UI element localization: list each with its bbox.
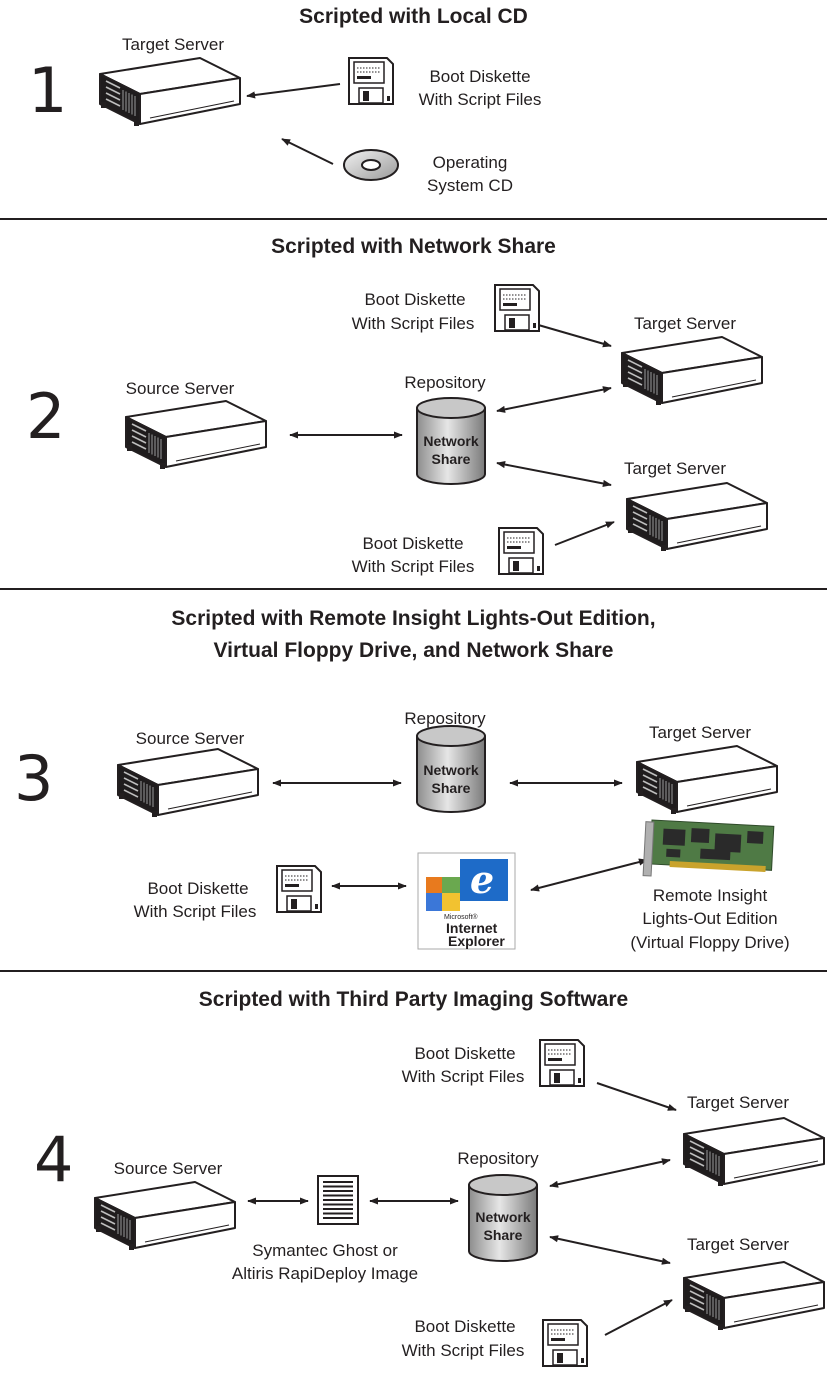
floppy-disk-icon (276, 865, 322, 913)
boot-diskette-label: With Script Files (401, 1067, 525, 1086)
floppy-disk-icon (542, 1319, 588, 1367)
source-server-label: Source Server (113, 1159, 223, 1178)
arrow-repository-target (549, 1235, 671, 1265)
source-server-icon (125, 400, 267, 469)
target-server-icon (99, 57, 241, 126)
target-server-label: Target Server (686, 1235, 790, 1254)
section-2-title: Scripted with Network Share (271, 235, 556, 258)
image-label: Altiris RapiDeploy Image (231, 1264, 419, 1283)
target-server-label: Target Server (121, 35, 225, 54)
target-server-icon (683, 1117, 825, 1186)
repository-label: Repository (404, 709, 486, 728)
network-share-label: Share (432, 451, 471, 467)
boot-diskette-label: Boot Diskette (364, 290, 466, 309)
arrow-diskette-to-target (527, 321, 612, 348)
boot-diskette-label: Boot Diskette (414, 1044, 516, 1063)
svg-text:Microsoft®: Microsoft® (444, 913, 478, 921)
arrow-diskette-to-target (604, 1299, 673, 1336)
repository-cylinder-icon (468, 1174, 538, 1262)
target-server-label: Target Server (623, 459, 727, 478)
arrow-diskette-to-target (596, 1082, 677, 1111)
section-4-title: Scripted with Third Party Imaging Softwa… (198, 988, 629, 1011)
source-server-icon (117, 748, 259, 817)
target-server-icon (683, 1261, 825, 1330)
source-server-label: Source Server (125, 379, 235, 398)
target-server-label: Target Server (686, 1093, 790, 1112)
rilo-label: Remote Insight (652, 886, 768, 905)
network-share-label: Network (475, 1209, 530, 1225)
boot-diskette-label: Boot Diskette (147, 879, 249, 898)
network-share-label: Network (423, 433, 478, 449)
boot-diskette-label: Boot Diskette (414, 1317, 516, 1336)
section-1-number: 1 (28, 54, 68, 127)
target-server-icon (626, 482, 768, 551)
boot-diskette-label: With Script Files (418, 90, 542, 109)
svg-text:Internet: Internet (446, 920, 498, 936)
repository-label: Repository (404, 373, 486, 392)
image-label: Symantec Ghost or (252, 1241, 398, 1260)
section-3-number: 3 (14, 742, 54, 815)
boot-diskette-label: With Script Files (351, 557, 475, 576)
os-cd-label: Operating (432, 153, 508, 172)
remote-insight-board-icon (642, 819, 775, 877)
source-server-label: Source Server (135, 729, 245, 748)
floppy-disk-icon (539, 1039, 585, 1087)
target-server-label: Target Server (648, 723, 752, 742)
boot-diskette-label: Boot Diskette (429, 67, 531, 86)
network-share-label: Share (432, 780, 471, 796)
section-3-title: Scripted with Remote Insight Lights-Out … (171, 607, 656, 630)
section-divider (0, 218, 827, 220)
arrow-diskette-to-target (246, 83, 341, 99)
section-3-title: Virtual Floppy Drive, and Network Share (213, 639, 614, 662)
arrow-browser-rilo (530, 858, 648, 892)
network-share-label: Share (484, 1227, 523, 1243)
svg-text:e: e (470, 857, 494, 902)
section-4-number: 4 (34, 1123, 74, 1196)
section-1-title: Scripted with Local CD (299, 5, 528, 28)
source-server-icon (94, 1181, 236, 1250)
arrow-diskette-to-target (554, 521, 615, 546)
target-server-icon (621, 336, 763, 405)
section-2-number: 2 (26, 380, 66, 453)
arrow-repository-target (496, 386, 612, 413)
cd-disc-icon (343, 149, 399, 181)
arrow-repository-target (549, 1158, 671, 1188)
repository-label: Repository (457, 1149, 539, 1168)
boot-diskette-label: Boot Diskette (362, 534, 464, 553)
boot-diskette-label: With Script Files (401, 1341, 525, 1360)
section-divider (0, 970, 827, 972)
target-server-label: Target Server (633, 314, 737, 333)
target-server-icon (636, 745, 778, 814)
floppy-disk-icon (348, 57, 394, 105)
svg-text:Explorer: Explorer (448, 933, 505, 949)
repository-cylinder-icon (416, 397, 486, 485)
os-cd-label: System CD (427, 176, 513, 195)
network-share-label: Network (423, 762, 478, 778)
boot-diskette-label: With Script Files (351, 314, 475, 333)
repository-cylinder-icon (416, 725, 486, 813)
image-file-icon (317, 1175, 359, 1225)
boot-diskette-label: With Script Files (133, 902, 257, 921)
arrow-cd-to-target (281, 138, 334, 165)
section-divider (0, 588, 827, 590)
floppy-disk-icon (494, 284, 540, 332)
floppy-disk-icon (498, 527, 544, 575)
arrow-repository-target (496, 461, 612, 487)
rilo-label: Lights-Out Edition (642, 909, 778, 928)
rilo-label: (Virtual Floppy Drive) (630, 933, 790, 952)
